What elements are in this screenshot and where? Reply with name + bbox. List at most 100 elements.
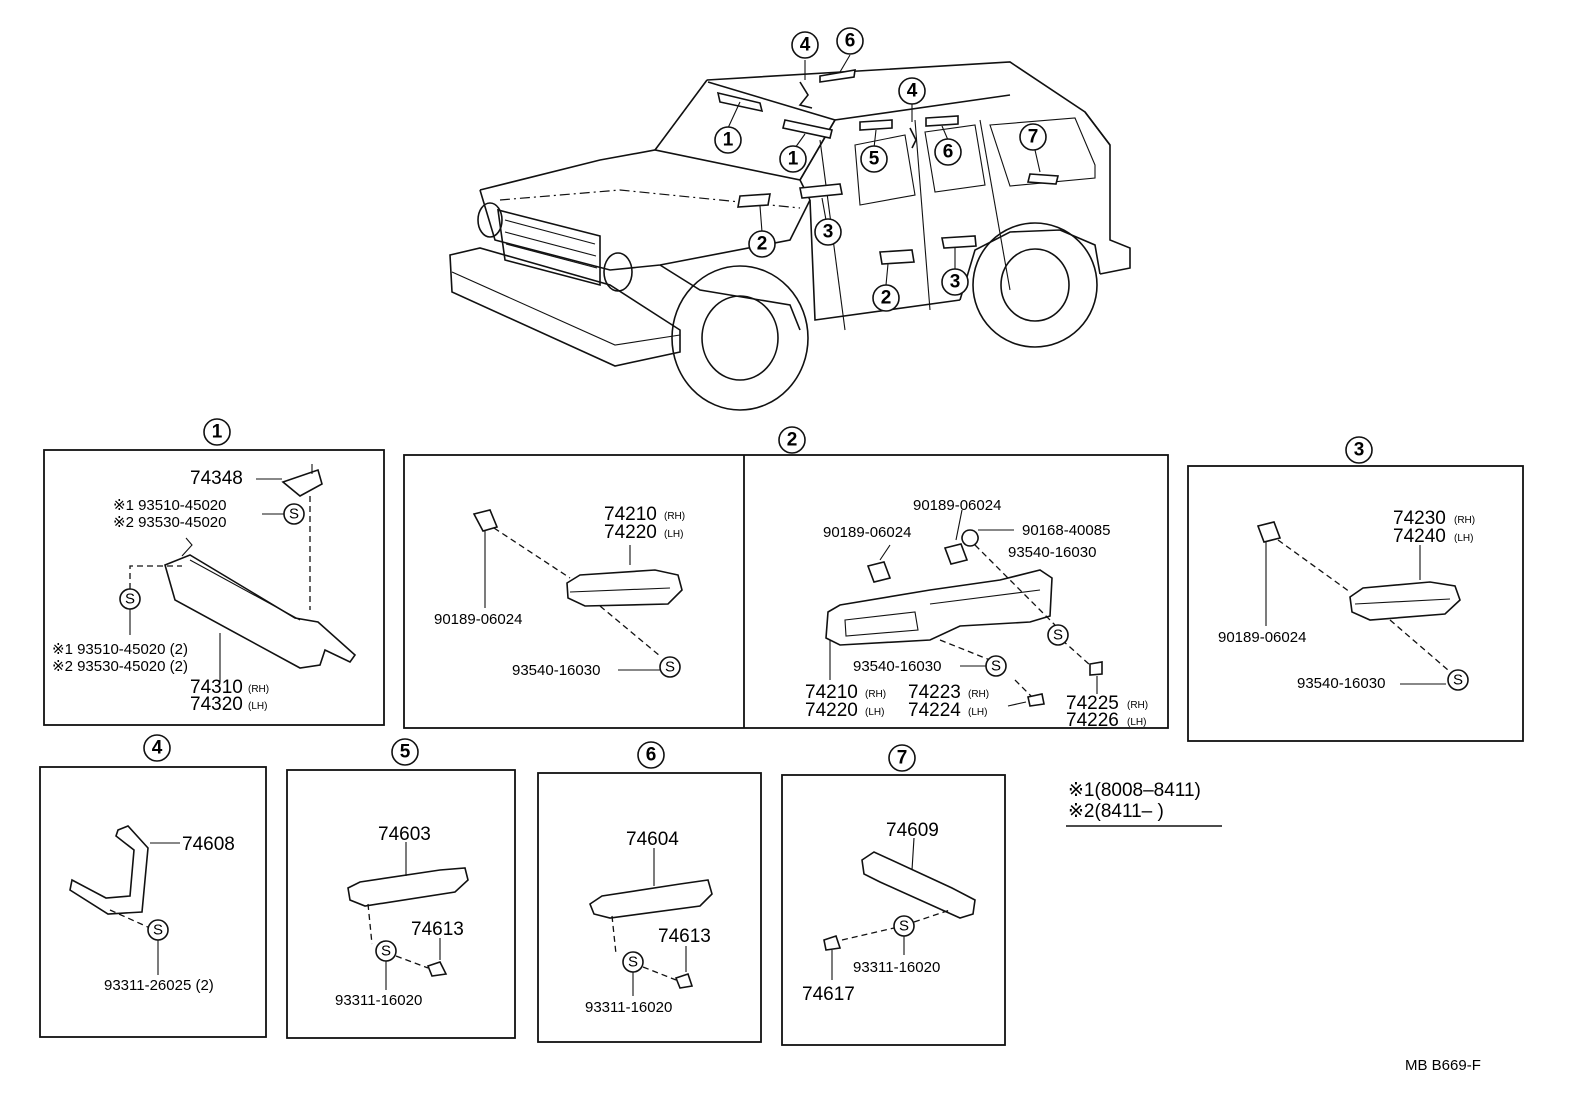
part-74220: 74220 — [604, 522, 657, 543]
part-74613: 74613 — [658, 926, 711, 947]
screw-symbol: S — [283, 503, 305, 525]
callout-3: 3 — [941, 268, 969, 296]
box-callout-2: 2 — [778, 426, 806, 454]
part-93530-45020-qty: ※2 93530-45020 (2) — [52, 658, 188, 675]
part-74223: 74223 — [908, 682, 961, 703]
svg-text:1: 1 — [788, 149, 799, 170]
part-74613: 74613 — [411, 919, 464, 940]
part-93510-45020: ※1 93510-45020 — [113, 497, 227, 514]
part-74320: 74320 — [190, 694, 243, 715]
part-93530-45020: ※2 93530-45020 — [113, 514, 227, 531]
part-90189-06024: 90189-06024 — [913, 497, 1001, 514]
part-74210: 74210 — [805, 682, 858, 703]
clip-shape — [1256, 521, 1282, 543]
clip-shape — [943, 543, 969, 565]
svg-text:2: 2 — [757, 234, 768, 255]
cap-shape — [1027, 693, 1045, 707]
detail-box-2: 2 S S S — [403, 426, 1169, 729]
part-74240: 74240 — [1393, 526, 1446, 547]
screw-symbol: S — [893, 915, 915, 937]
lh-tag: (LH) — [248, 701, 267, 712]
screw-symbol: S — [1447, 669, 1469, 691]
svg-text:S: S — [153, 922, 163, 939]
visor-holder-shape — [281, 468, 323, 497]
svg-text:7: 7 — [1028, 127, 1039, 148]
box-callout-7: 7 — [888, 744, 916, 772]
screw-symbol: S — [622, 951, 644, 973]
sun-visor-shape — [164, 554, 357, 669]
part-93540-16030: 93540-16030 — [853, 658, 941, 675]
part-93311-16020: 93311-16020 — [585, 999, 672, 1016]
assist-handle-shape — [347, 867, 469, 907]
part-74609: 74609 — [886, 820, 939, 841]
lh-tag: (LH) — [968, 707, 987, 718]
callout-1: 1 — [714, 126, 742, 154]
part-74220: 74220 — [805, 700, 858, 721]
callout-2: 2 — [872, 284, 900, 312]
assist-handle-shape — [861, 851, 976, 919]
assist-handle-shape — [589, 879, 713, 919]
svg-text:S: S — [628, 954, 638, 971]
part-74210: 74210 — [604, 504, 657, 525]
svg-text:4: 4 — [800, 35, 811, 56]
bolt-shape — [961, 529, 979, 547]
svg-text:6: 6 — [845, 31, 856, 52]
part-74603: 74603 — [378, 824, 431, 845]
part-93540-16030: 93540-16030 — [1297, 675, 1385, 692]
part-74604: 74604 — [626, 829, 679, 850]
legend-line-2: ※2(8411– ) — [1068, 801, 1164, 822]
part-93540-16030: 93540-16030 — [1008, 544, 1096, 561]
svg-text:7: 7 — [897, 748, 908, 769]
part-74230: 74230 — [1393, 508, 1446, 529]
detail-box-4: 4 S — [39, 734, 267, 1038]
part-74608: 74608 — [182, 834, 235, 855]
detail-box-6: 6 S — [537, 741, 762, 1043]
grip-assembly-shape — [825, 569, 1053, 646]
rh-tag: (RH) — [968, 689, 989, 700]
callout-7: 7 — [1019, 123, 1047, 151]
part-74310: 74310 — [190, 677, 243, 698]
svg-text:S: S — [1453, 672, 1463, 689]
svg-text:3: 3 — [823, 222, 834, 243]
part-90189-06024: 90189-06024 — [434, 611, 522, 628]
callout-3: 3 — [814, 218, 842, 246]
detail-box-3: 3 S — [1187, 436, 1524, 742]
screw-symbol: S — [119, 588, 141, 610]
part-90189-06024: 90189-06024 — [1218, 629, 1306, 646]
box-callout-1: 1 — [203, 418, 231, 446]
svg-text:S: S — [991, 658, 1001, 675]
part-90189-06024: 90189-06024 — [823, 524, 911, 541]
vehicle-illustration — [449, 54, 1131, 411]
svg-text:3: 3 — [1354, 440, 1365, 461]
svg-text:4: 4 — [907, 81, 918, 102]
box-callout-6: 6 — [637, 741, 665, 769]
cap-shape — [426, 961, 448, 977]
svg-text:S: S — [125, 591, 135, 608]
svg-text:6: 6 — [943, 142, 954, 163]
part-74225: 74225 — [1066, 693, 1119, 714]
rh-tag: (RH) — [664, 511, 685, 522]
detail-box-1: 1 S S — [43, 418, 385, 726]
cap-shape — [823, 934, 842, 951]
svg-text:S: S — [381, 943, 391, 960]
part-93311-16020: 93311-16020 — [335, 992, 422, 1009]
svg-text:2: 2 — [787, 430, 798, 451]
rh-tag: (RH) — [1454, 515, 1475, 526]
vehicle-callouts: 1 1 4 6 5 4 6 7 2 3 2 3 — [714, 27, 1047, 312]
callout-6: 6 — [934, 138, 962, 166]
screw-symbol: S — [375, 940, 397, 962]
svg-text:2: 2 — [881, 288, 892, 309]
part-93311-26025: 93311-26025 (2) — [104, 977, 214, 994]
callout-4: 4 — [898, 77, 926, 105]
part-74226: 74226 — [1066, 710, 1119, 731]
detail-box-7: 7 S — [781, 744, 1006, 1046]
svg-text:S: S — [665, 659, 675, 676]
part-74348: 74348 — [190, 468, 243, 489]
screw-symbol: S — [659, 656, 681, 678]
screw-symbol: S — [985, 655, 1007, 677]
box-callout-4: 4 — [143, 734, 171, 762]
cap-shape — [674, 972, 694, 989]
part-74617: 74617 — [802, 984, 855, 1005]
svg-text:5: 5 — [400, 742, 411, 763]
svg-text:1: 1 — [723, 130, 734, 151]
